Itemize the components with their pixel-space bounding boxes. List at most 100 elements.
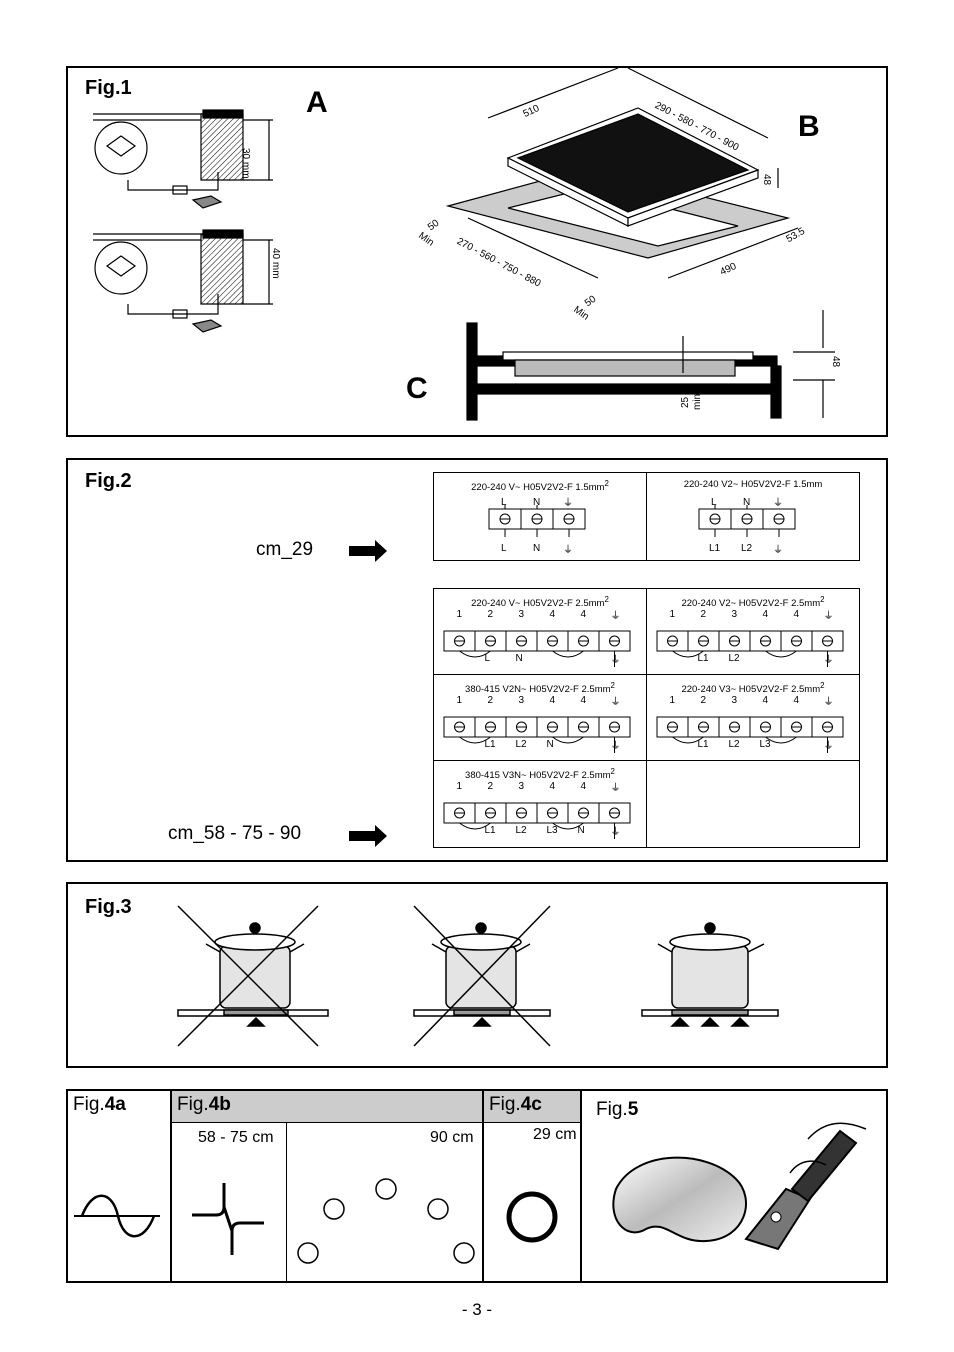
fig5-cell: Fig.5 (582, 1091, 886, 1281)
terminal-number: 3 (518, 695, 525, 706)
fig1-dim-48-b: 48 (761, 173, 773, 186)
fig1-dim-50-left: 50 (425, 217, 442, 234)
terminal-number: 3 (731, 609, 738, 620)
earth-icon: ⏚ (610, 697, 621, 708)
terminal-block-svg (443, 630, 631, 667)
terminal-number: 2 (700, 695, 707, 706)
terminal-number: 2 (487, 781, 494, 792)
earth-icon: ⏚ (823, 655, 834, 666)
pot-wrong-small-base (413, 905, 551, 1047)
wiring-title: 220-240 V~ H05V2V2-F 2.5mm (471, 598, 605, 610)
terminal-number: 2 (487, 695, 494, 706)
earth-icon: ⏚ (823, 697, 834, 708)
wiring-title-sup: 2 (610, 681, 615, 690)
wire-label: L1 (484, 825, 496, 836)
pot-wrong-warped-base (177, 905, 329, 1047)
wiring-title-sup: 2 (820, 681, 825, 690)
fig4c-size-29: 29 cm (533, 1126, 577, 1143)
earth-icon: ⏚ (610, 783, 621, 794)
earth-icon: ⏚ (610, 741, 621, 752)
wire-label: L (501, 543, 507, 554)
fig2-arrow-cm58 (349, 825, 387, 847)
wiring-title-sup: 2 (604, 479, 609, 488)
terminal-block-svg (656, 716, 844, 753)
wire-label: L3 (759, 739, 771, 750)
fig1-section-a: A (306, 86, 328, 119)
terminal-block-svg (443, 716, 631, 753)
fig1-section-b: B (798, 110, 820, 143)
terminal-number: 4 (580, 695, 587, 706)
wire-label: L (711, 497, 717, 508)
fig4a-label-pre: Fig. (73, 1094, 105, 1115)
earth-icon: ⏚ (610, 827, 621, 838)
wire-label: L2 (741, 543, 753, 554)
fig4b-cell: Fig.4b 58 - 75 cm 90 cm (172, 1091, 484, 1281)
fig4b-label-bold: 4b (208, 1094, 231, 1115)
cross-flex-icon (192, 1183, 264, 1255)
earth-icon: ⏚ (823, 611, 834, 622)
wiring-title: 220-240 V3~ H05V2V2-F 2.5mm (681, 684, 821, 696)
terminal-number: 1 (669, 695, 676, 706)
terminal-block-svg (656, 630, 844, 667)
wire-label: N (743, 497, 751, 508)
wire-label: L2 (728, 739, 740, 750)
wire-label: N (546, 739, 554, 750)
ring-icon (506, 1191, 558, 1243)
terminal-number: 1 (456, 695, 463, 706)
terminal-number: 4 (549, 695, 556, 706)
fig2-cm58-label: cm_58 - 75 - 90 (168, 823, 302, 844)
wire-label: L1 (697, 653, 709, 664)
fig2-panel: Fig.2 cm_29 cm_58 - 75 - 90 220-240 V~ H… (66, 458, 888, 862)
terminal-number: 4 (762, 609, 769, 620)
fig4c-label-bold: 4c (520, 1094, 542, 1115)
fig3-panel: Fig.3 (66, 882, 888, 1068)
fig2-label: Fig.2 (85, 470, 132, 492)
terminal-number: 4 (549, 609, 556, 620)
fig5-label-pre: Fig. (596, 1099, 628, 1120)
earth-icon: ⏚ (610, 611, 621, 622)
wiring-title: 380-415 V2N~ H05V2V2-F 2.5mm (465, 684, 611, 696)
terminal-number: 4 (580, 609, 587, 620)
fig1-dim-min-c: min. (692, 391, 703, 410)
terminal-number: 4 (580, 781, 587, 792)
fig1-section-c: C (406, 372, 428, 405)
terminal-number: 1 (456, 609, 463, 620)
terminal-number: 4 (793, 609, 800, 620)
pot-correct (641, 922, 779, 1027)
fig1-dim-25: 25 (680, 396, 691, 408)
fig4a-cell: Fig.4a (68, 1091, 172, 1281)
fig2-arrow-cm29 (349, 540, 387, 562)
wire-label: N (533, 543, 541, 554)
wiring-title: 220-240 V2~ H05V2V2-F 1.5mm (683, 479, 823, 490)
terminal-block-svg (443, 802, 631, 839)
earth-icon: ⏚ (773, 545, 783, 556)
wire-label: L2 (515, 825, 527, 836)
wire-label: N (533, 497, 541, 508)
terminal-number: 1 (669, 609, 676, 620)
fig1-label: Fig.1 (85, 77, 132, 99)
wiring-title: 220-240 V~ H05V2V2-F 1.5mm (471, 482, 605, 494)
earth-icon: ⏚ (773, 498, 783, 509)
terminal-number: 3 (518, 781, 525, 792)
terminal-number: 1 (456, 781, 463, 792)
zone-circles-icon (297, 1178, 475, 1264)
wiring-title-sup: 2 (604, 595, 609, 604)
terminal-number: 2 (700, 609, 707, 620)
fig1-cross-section (466, 310, 835, 421)
fig4b-size-90: 90 cm (430, 1129, 474, 1146)
sine-wave-icon (74, 1194, 160, 1238)
wire-label: N (577, 825, 585, 836)
terminal-block-3 (488, 505, 586, 537)
earth-icon: ⏚ (823, 741, 834, 752)
fig1-hob-isometric (445, 67, 799, 279)
wire-label: L1 (697, 739, 709, 750)
terminal-number: 4 (793, 695, 800, 706)
fig4-panel: Fig.4a Fig.4b 58 - 75 cm 90 cm Fig. 4c 29… (66, 1089, 888, 1283)
wire-label: L1 (484, 739, 496, 750)
fig1-dim-min-left: Min (416, 230, 436, 249)
